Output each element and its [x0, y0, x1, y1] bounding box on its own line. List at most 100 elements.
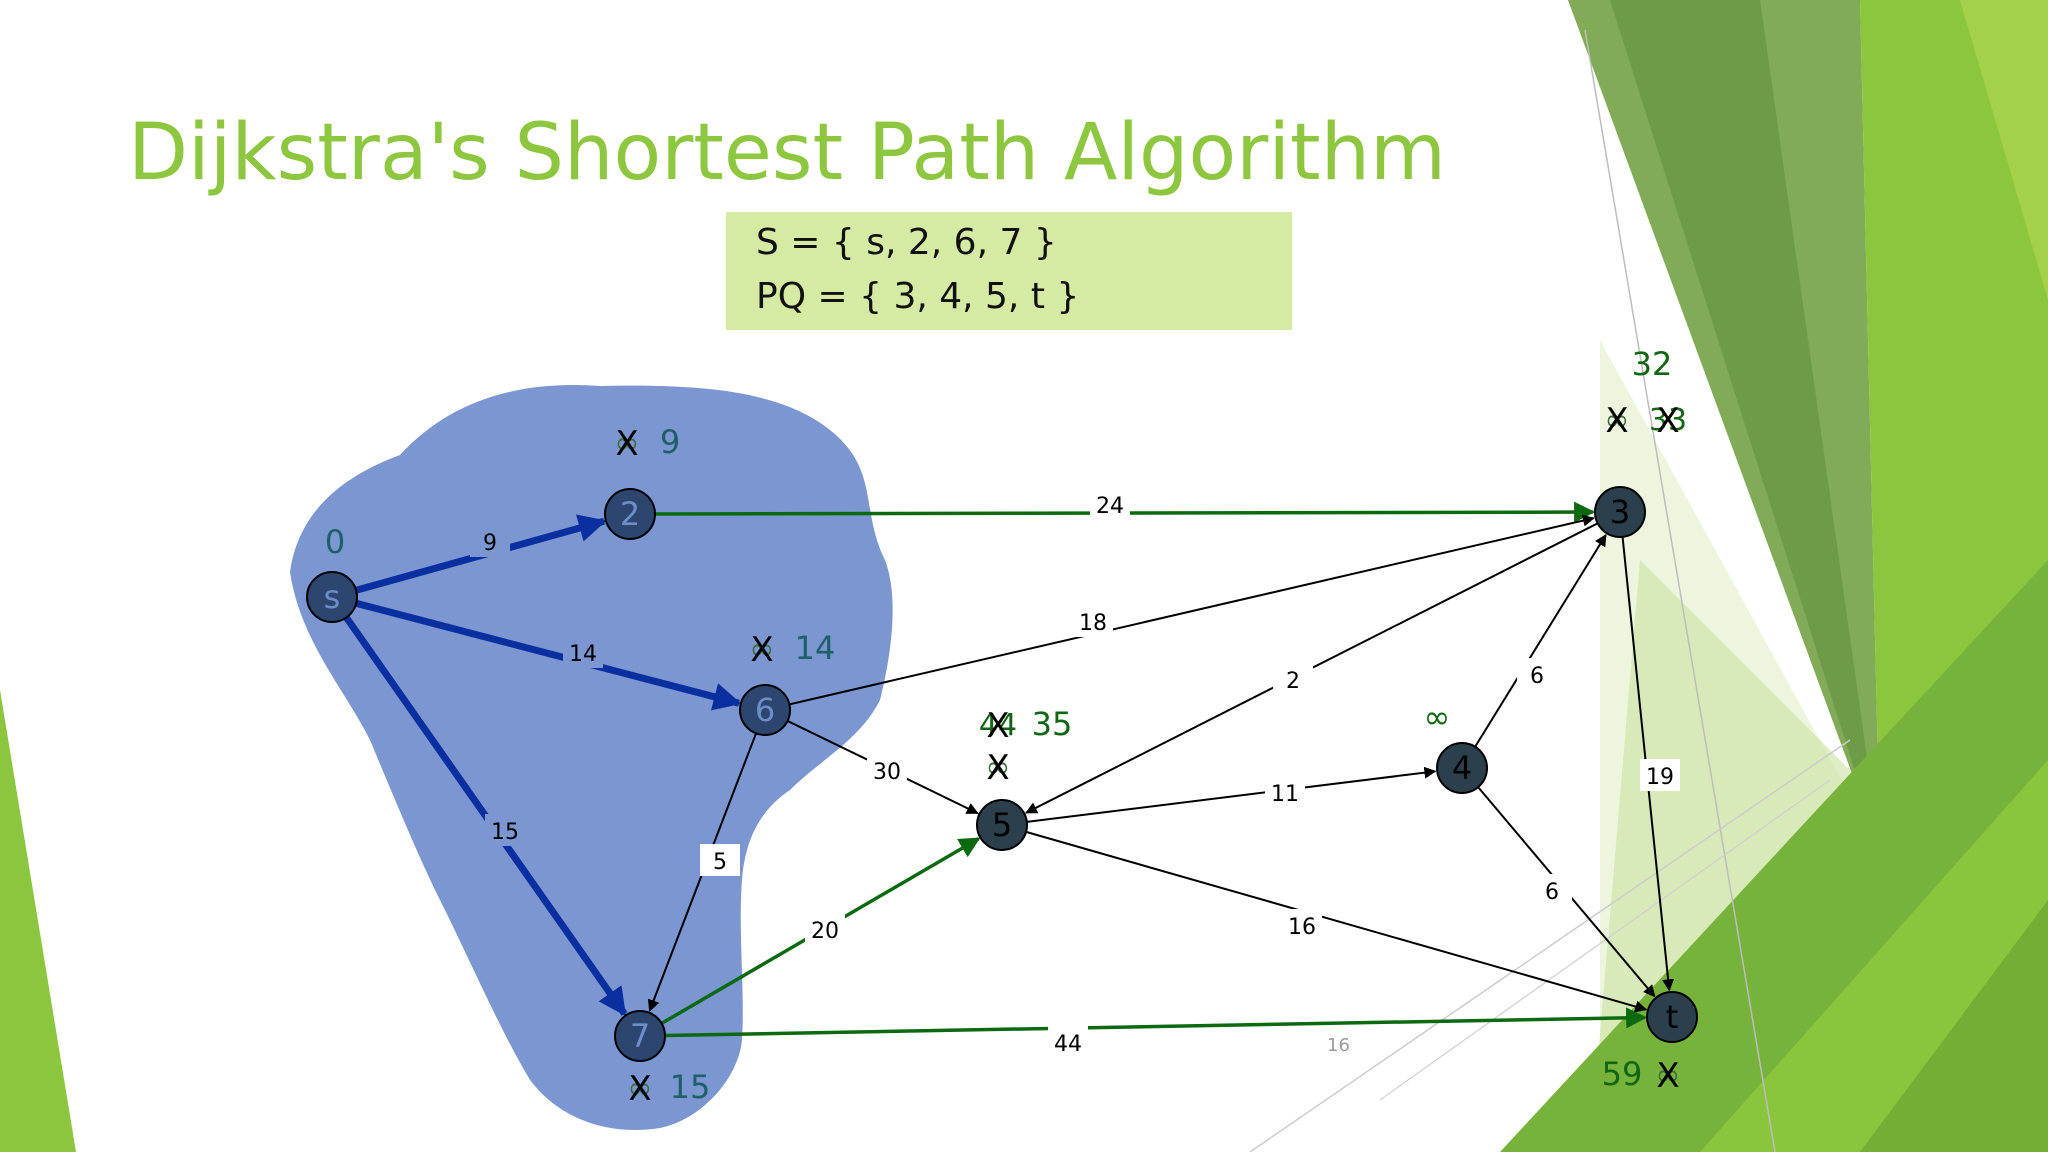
distance-t: ∞X 59 — [1602, 1055, 1681, 1096]
current-distance-5: 35 — [1032, 705, 1073, 743]
old-distance-t: ∞ — [1656, 1058, 1681, 1093]
edge-4-3 — [1474, 533, 1607, 748]
edge-5-t — [1025, 830, 1648, 1013]
edge-weight-bg — [1073, 605, 1113, 637]
node-2: 2 — [604, 488, 656, 540]
node-circle — [604, 488, 656, 540]
edge-weight-bg — [563, 636, 603, 668]
node-circle — [614, 1010, 666, 1062]
edge-weight-bg — [1640, 759, 1680, 791]
explored-region — [290, 384, 893, 1130]
strike-mark: X — [1656, 1056, 1679, 1096]
edge-weight-6-5: 30 — [873, 760, 901, 785]
edge-weight-7-t: 44 — [1054, 1032, 1082, 1057]
current-distance-6: 14 — [795, 629, 836, 667]
old-distance-6: ∞ — [750, 632, 775, 667]
old-distance-3: 33 — [1649, 403, 1687, 438]
node-3: 3 — [1594, 486, 1646, 538]
edge-weight-bg — [867, 754, 907, 786]
node-label-7: 7 — [630, 1017, 650, 1055]
edge-weight-bg — [805, 913, 845, 945]
node-circle — [739, 684, 791, 736]
current-distance-s: 0 — [325, 523, 345, 561]
current-distance-2: 9 — [660, 423, 680, 461]
current-distance-7: 15 — [670, 1068, 711, 1106]
edge-weight-3-t: 19 — [1646, 765, 1674, 790]
edge-weight-bg — [1532, 874, 1572, 906]
slide-title: Dijkstra's Shortest Path Algorithm — [128, 108, 1447, 198]
strike-mark: X — [1605, 401, 1628, 441]
node-label-4: 4 — [1452, 749, 1472, 787]
current-distance-3: 32 — [1632, 345, 1673, 383]
node-circle — [1436, 742, 1488, 794]
edge-weight-4-3: 6 — [1530, 664, 1544, 689]
old-distance-2: ∞ — [615, 426, 640, 461]
edge-weight-bg — [1282, 909, 1322, 941]
node-s: s — [306, 571, 358, 623]
edge-5-4 — [1026, 766, 1437, 823]
edge-weight-bg — [1265, 776, 1305, 808]
node-5: 5 — [976, 799, 1028, 851]
strike-mark: X — [986, 748, 1009, 788]
explored-set: S = { s, 2, 6, 7 } — [756, 222, 1057, 263]
edge-weight-s-7: 15 — [491, 820, 519, 845]
node-label-3: 3 — [1610, 493, 1630, 531]
edge-weight-6-7: 5 — [713, 850, 727, 875]
set-status-box: S = { s, 2, 6, 7 } PQ = { 3, 4, 5, t } — [726, 212, 1292, 330]
old-distance-5: 44 — [979, 708, 1017, 743]
edge-weight-7-5: 20 — [811, 919, 839, 944]
node-label-5: 5 — [992, 806, 1012, 844]
strike-mark: X — [750, 630, 773, 670]
edge-weight-5-t: 16 — [1288, 915, 1316, 940]
priority-queue: PQ = { 3, 4, 5, t } — [756, 276, 1080, 317]
node-label-2: 2 — [620, 495, 640, 533]
node-6: 6 — [739, 684, 791, 736]
distance-7: ∞X 15 — [628, 1068, 711, 1109]
old-distance-3: ∞ — [1605, 403, 1630, 438]
edge-weight-bg — [1048, 1026, 1088, 1058]
edge-weight-4-t: 6 — [1545, 880, 1559, 905]
distance-6: ∞X 14 — [750, 629, 836, 670]
distance-s: 0 — [325, 523, 345, 561]
node-7: 7 — [614, 1010, 666, 1062]
edge-weight-2-3: 24 — [1096, 494, 1124, 519]
strike-mark: X — [1656, 401, 1679, 441]
edge-weight-s-2: 9 — [483, 531, 497, 556]
node-label-6: 6 — [755, 691, 775, 729]
node-circle — [1594, 486, 1646, 538]
edge-weight-3-5: 2 — [1286, 669, 1300, 694]
edge-weight-bg — [1517, 658, 1557, 690]
node-t: t — [1646, 991, 1698, 1043]
node-label-t: t — [1666, 998, 1679, 1036]
edge-weight-s-6: 14 — [569, 642, 597, 667]
edge-weight-bg — [485, 814, 525, 846]
edge-s-6 — [355, 599, 742, 711]
edge-weight-bg — [1090, 488, 1130, 520]
strike-mark: X — [615, 424, 638, 464]
strike-mark: X — [628, 1069, 651, 1109]
node-4: 4 — [1436, 742, 1488, 794]
edge-weight-5-4: 11 — [1271, 782, 1299, 807]
edge-weight-bg — [1273, 663, 1313, 695]
old-distance-7: ∞ — [628, 1071, 653, 1106]
strike-mark: X — [986, 706, 1009, 746]
page-number: 16 — [1327, 1035, 1350, 1056]
node-label-s: s — [324, 578, 341, 616]
distance-4: ∞ — [1424, 698, 1451, 736]
node-circle — [306, 571, 358, 623]
edge-weight-6-3: 18 — [1079, 611, 1107, 636]
edge-7-t — [664, 1007, 1648, 1038]
edge-weight-bg — [700, 844, 740, 876]
edge-weight-bg — [470, 525, 510, 557]
current-distance-4: ∞ — [1424, 698, 1451, 736]
node-circle — [1646, 991, 1698, 1043]
node-circle — [976, 799, 1028, 851]
current-distance-t: 59 — [1602, 1055, 1643, 1093]
edge-6-3 — [789, 514, 1595, 706]
old-distance-5: ∞ — [986, 750, 1011, 785]
